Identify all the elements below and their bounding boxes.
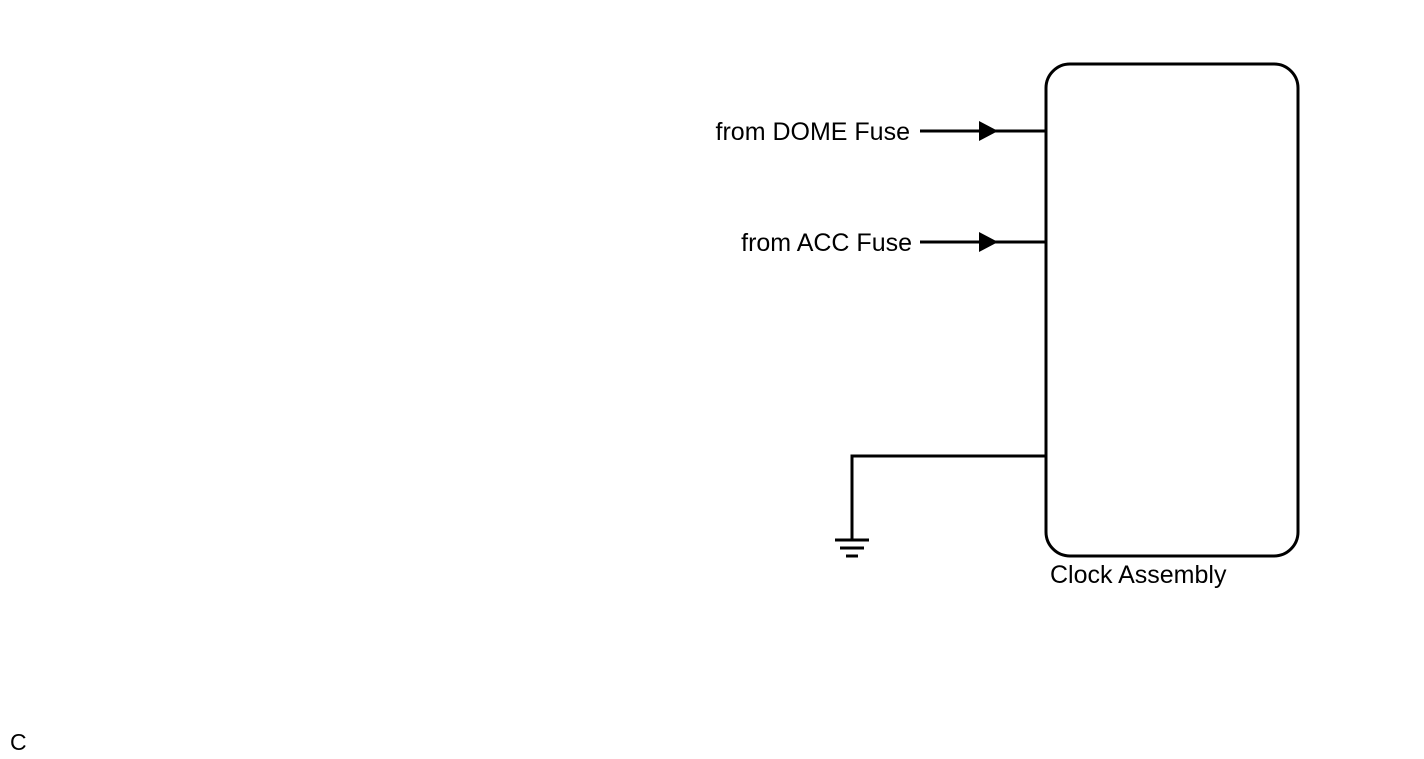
acc-fuse-arrow-icon <box>979 232 998 252</box>
ground-icon <box>835 538 869 558</box>
dome-fuse-arrow-icon <box>979 121 998 141</box>
ground-connection <box>835 454 1046 558</box>
acc-fuse-input: from ACC Fuse <box>741 229 1046 257</box>
dome-fuse-input: from DOME Fuse <box>716 118 1046 146</box>
corner-label: C <box>10 729 27 755</box>
ground-wire <box>850 454 1046 540</box>
clock-assembly-label: Clock Assembly <box>1050 561 1227 589</box>
clock-assembly-box <box>1044 62 1300 558</box>
dome-fuse-label: from DOME Fuse <box>716 118 910 146</box>
acc-fuse-label: from ACC Fuse <box>741 229 912 257</box>
